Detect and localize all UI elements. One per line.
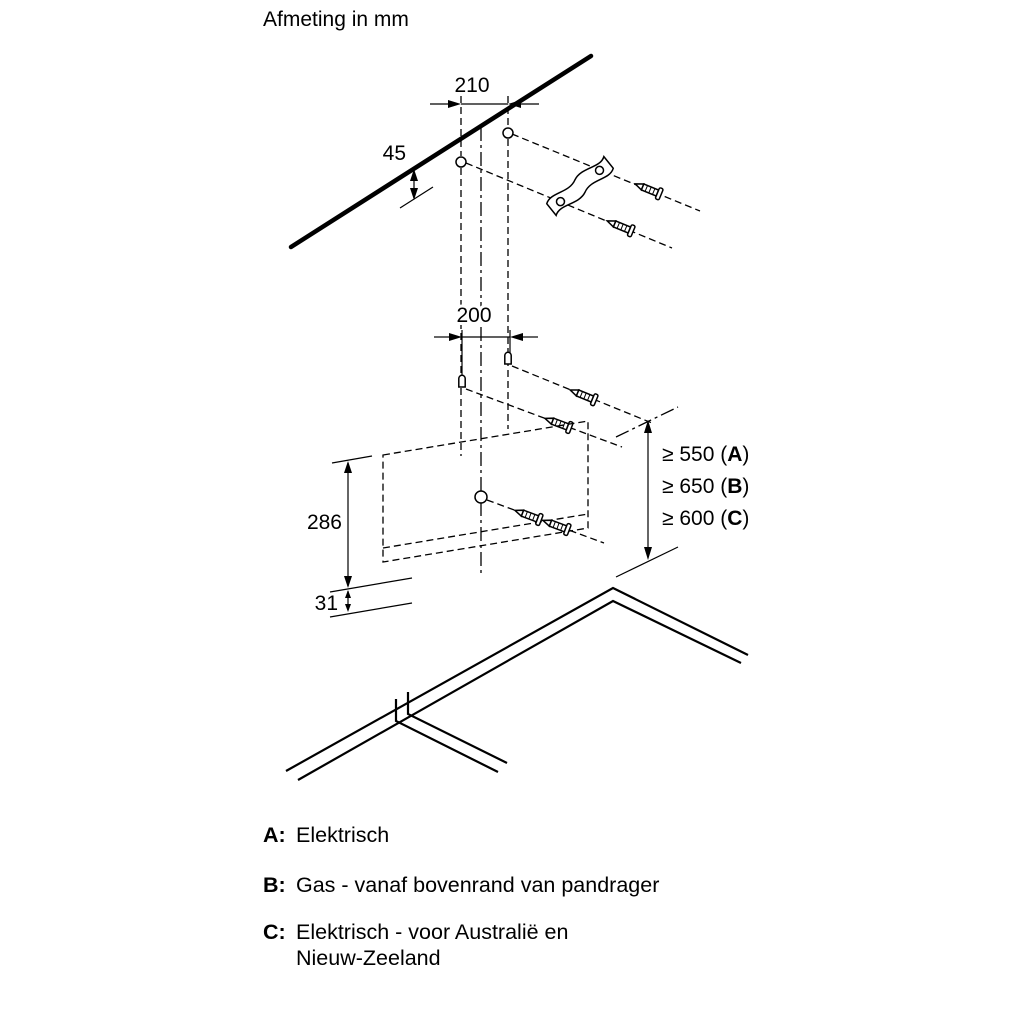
dim-210-label: 210 — [454, 74, 489, 97]
dim-210: 210 — [430, 71, 539, 156]
screw-icon — [542, 412, 575, 435]
legend-item-b: B:Gas - vanaf bovenrand van pandrager — [263, 873, 659, 897]
hob-outline — [285, 586, 749, 781]
wall-hook-right — [504, 351, 512, 365]
diagram-title: Afmeting in mm — [263, 8, 409, 31]
hood-body-outline — [382, 420, 605, 563]
dim-286: 286 — [304, 455, 413, 593]
mounting-bracket-icon — [545, 155, 615, 217]
clearance-label-b: ≥ 650 (B) — [662, 475, 749, 498]
dim-45-label: 45 — [383, 142, 406, 165]
dim-200: 200 — [434, 301, 538, 377]
hob-corner-edge — [394, 699, 499, 773]
assembly-guide-line — [511, 365, 653, 424]
clearance-label-a: ≥ 550 (A) — [662, 443, 749, 466]
hood-rim-line — [382, 513, 589, 549]
wall-edge-line — [288, 53, 594, 250]
clearance-label-c: ≥ 600 (C) — [662, 507, 749, 530]
screw-icon — [567, 383, 600, 407]
screw-icon — [604, 214, 637, 238]
assembly-guide-line — [465, 162, 673, 249]
dim-31-label: 31 — [315, 592, 338, 615]
legend: A:Elektrisch B:Gas - vanaf bovenrand van… — [263, 823, 659, 970]
hob-inner-edge — [297, 599, 742, 781]
legend-item-a: A:Elektrisch — [263, 823, 389, 847]
dim-31: 31 — [312, 589, 413, 618]
dim-45: 45 — [380, 139, 434, 209]
hob-outer-edge — [285, 586, 749, 772]
mounting-hole-left — [455, 156, 467, 168]
screw-icon — [512, 504, 545, 527]
legend-item-c-line2: Nieuw-Zeeland — [296, 946, 441, 970]
screw-icon — [632, 177, 665, 201]
dim-286-label: 286 — [307, 511, 342, 534]
assembly-guide-line — [486, 499, 605, 544]
upper-bracket-assembly — [465, 133, 701, 249]
mounting-hole-right — [502, 127, 514, 139]
clearance-dim: ≥ 550 (A) ≥ 650 (B) ≥ 600 (C) — [615, 406, 749, 578]
chimney-guides — [460, 127, 509, 577]
dim-200-label: 200 — [456, 304, 491, 327]
hood-outline — [382, 420, 589, 563]
hood-center-hole — [474, 490, 488, 504]
wall-hook-left — [458, 374, 466, 388]
hob-corner-edge — [406, 692, 508, 764]
wall-edge — [288, 53, 594, 250]
lower-hook-assembly — [458, 351, 653, 448]
legend-item-c: C:Elektrisch - voor Australië en — [263, 920, 568, 944]
